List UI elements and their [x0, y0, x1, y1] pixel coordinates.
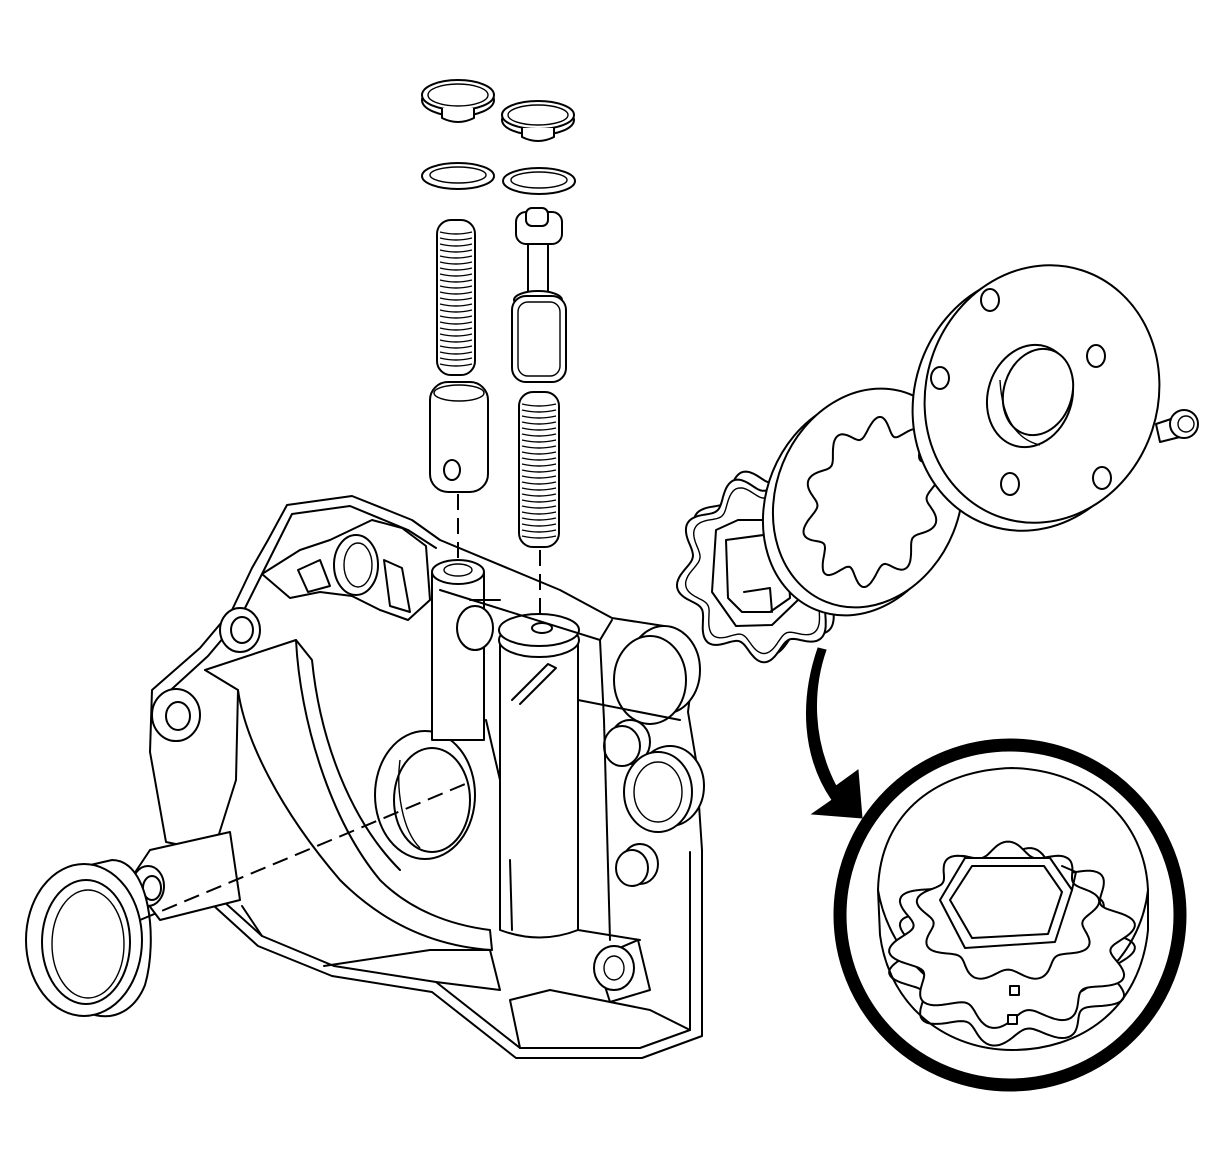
cover-bolt-hole-1 [980, 288, 1000, 312]
dowel-pin [1155, 409, 1199, 443]
cap-right [501, 100, 575, 142]
alignment-line-seal [139, 781, 471, 921]
seal-tube [129, 831, 241, 921]
crankshaft-bore [374, 730, 476, 860]
boss-bottom [593, 939, 651, 1003]
spring-coil [521, 421, 557, 425]
spring-coil [439, 363, 473, 367]
spring-coil [439, 297, 473, 301]
boss-middle-right [623, 745, 705, 833]
spring-coil [439, 279, 473, 283]
detail-arrow [806, 647, 863, 819]
spring-coil [439, 333, 473, 337]
spring-coil [521, 535, 557, 539]
cover-bolt-hole-3 [930, 366, 950, 390]
spring-coil [439, 327, 473, 331]
pressure-plunger-right [513, 207, 563, 310]
spring-coil [439, 243, 473, 247]
boss-lower-right [615, 843, 659, 887]
spring-coil [521, 403, 557, 407]
valve-sleeve-left [429, 381, 489, 493]
arm-bore [333, 534, 379, 596]
housing-top-arm [261, 519, 431, 621]
spring-coil [439, 237, 473, 241]
spring-coil [439, 231, 473, 235]
spring-coil [521, 499, 557, 503]
spring-coil [521, 487, 557, 491]
pressure-valve-bore [498, 613, 580, 939]
housing-lower-rib [323, 949, 501, 991]
spring-coil [521, 415, 557, 419]
spring-coil [439, 309, 473, 313]
spring-coil [439, 285, 473, 289]
mount-hole-left [151, 688, 201, 742]
spring-coil [521, 409, 557, 413]
spring-coil [521, 505, 557, 509]
spring-coil [439, 267, 473, 271]
arm-slot-1 [297, 559, 331, 593]
spring-coil [521, 469, 557, 473]
spring-coil [439, 249, 473, 253]
spring-coil [521, 475, 557, 479]
spring-coil [521, 451, 557, 455]
detail-alignment-mark-inner [1009, 985, 1020, 996]
spring-coil [439, 315, 473, 319]
detail-drive-hole [939, 857, 1077, 949]
spring-coil [439, 261, 473, 265]
spring-coil [439, 291, 473, 295]
pump-housing [129, 495, 705, 1059]
spring-right [518, 391, 560, 548]
housing-web [439, 589, 613, 861]
cover-bolt-hole-4 [1000, 472, 1020, 496]
outer-rotor [761, 387, 965, 617]
spring-coil [521, 445, 557, 449]
cover-bolt-hole-5 [1092, 466, 1112, 490]
spring-coil [521, 529, 557, 533]
spring-coil [521, 493, 557, 497]
spring-coil [521, 523, 557, 527]
spring-left [436, 219, 476, 376]
spring-coil [439, 321, 473, 325]
spring-coil [439, 345, 473, 349]
detail-view-rotor-alignment [833, 738, 1187, 1092]
o-ring-left [421, 162, 495, 190]
housing-crescent [204, 639, 493, 951]
spring-coil [439, 273, 473, 277]
spring-coil [521, 511, 557, 515]
housing-right-face [509, 699, 691, 1049]
cover-center-bore [985, 343, 1075, 449]
cover-bolt-hole-2 [1086, 344, 1106, 368]
spring-coil [439, 339, 473, 343]
front-crankshaft-seal [25, 859, 152, 1018]
arm-slot-2 [383, 559, 411, 613]
plunger-sleeve-right [511, 295, 567, 383]
spring-coil [521, 427, 557, 431]
spring-right-coils [521, 403, 557, 539]
spring-coil [521, 463, 557, 467]
spring-coil [439, 357, 473, 361]
spring-coil [439, 351, 473, 355]
detail-alignment-mark-outer [1007, 1014, 1018, 1025]
spring-coil [439, 303, 473, 307]
relief-valve-bore [431, 559, 494, 741]
o-ring-right [502, 167, 576, 195]
spring-coil [521, 457, 557, 461]
spring-left-coils [439, 231, 473, 367]
spring-coil [521, 439, 557, 443]
boss-upper-right [613, 625, 701, 725]
spring-coil [439, 255, 473, 259]
spring-coil [521, 517, 557, 521]
mount-hole-upper-left [219, 607, 261, 653]
spring-coil [521, 481, 557, 485]
pump-cover-plate [911, 264, 1161, 532]
cap-left [421, 79, 495, 123]
spring-coil [521, 433, 557, 437]
